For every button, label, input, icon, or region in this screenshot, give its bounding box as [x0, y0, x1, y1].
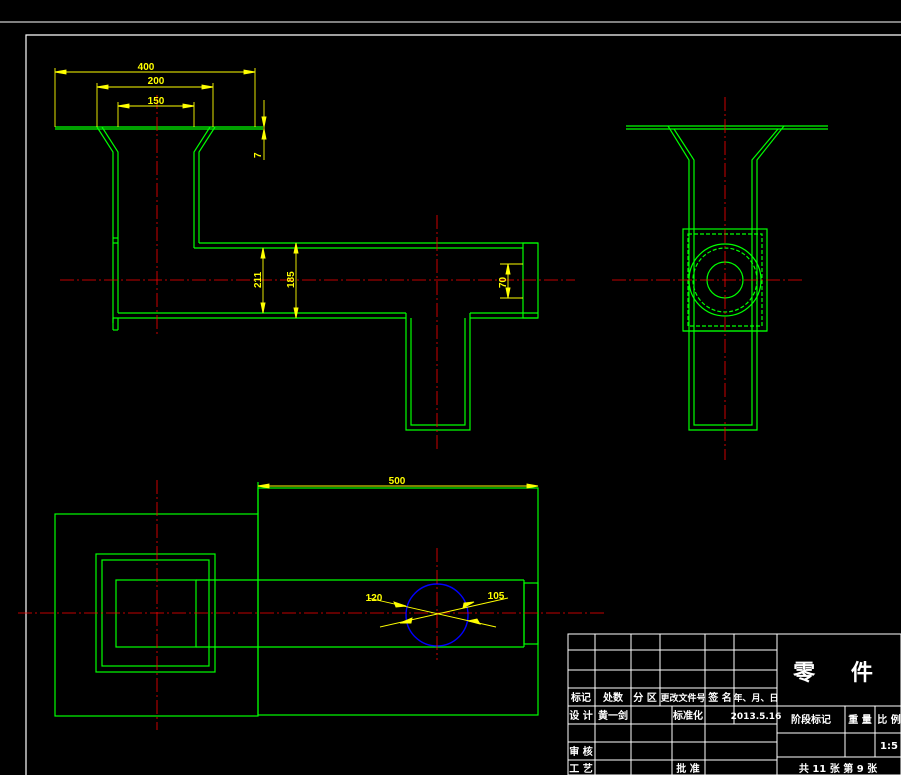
- tb-sheets: 共 11 张 第 9 张: [799, 762, 878, 775]
- dim-400: 400: [138, 62, 155, 73]
- tb-header-change-doc: 更改文件号: [660, 692, 705, 704]
- tb-stage-mark: 阶段标记: [791, 713, 831, 726]
- tb-header-signature: 签 名: [707, 691, 731, 704]
- tb-approve-label: 批 准: [676, 762, 699, 775]
- dim-7: 7: [253, 152, 264, 158]
- dim-185: 185: [286, 271, 297, 288]
- title-block-grid: [567, 633, 901, 775]
- drawing-border: [25, 34, 901, 775]
- front-view-centerlines: [60, 95, 575, 450]
- top-view-dimensions: [257, 483, 539, 628]
- dim-120: 120: [366, 593, 383, 604]
- dim-211: 211: [253, 271, 264, 288]
- side-view-centerlines: [612, 97, 805, 460]
- tb-header-date: 年、月、日: [733, 692, 778, 704]
- tb-review-label: 审 核: [569, 745, 592, 758]
- tb-designer: 黄一剑: [598, 709, 628, 722]
- tb-process-label: 工 艺: [569, 762, 592, 775]
- tb-design-label: 设 计: [569, 709, 592, 722]
- tb-header-mark: 标记: [570, 691, 591, 704]
- tb-header-count: 处数: [602, 691, 624, 704]
- tb-weight: 重 量: [848, 713, 871, 726]
- tb-scale-value: 1:5: [880, 741, 898, 752]
- dim-105: 105: [488, 591, 505, 602]
- tb-standard-label: 标准化: [672, 709, 703, 722]
- top-view-centerlines: [18, 480, 607, 730]
- dim-70: 70: [498, 276, 509, 288]
- dim-200: 200: [148, 76, 165, 87]
- title-part-name: 零 件: [792, 660, 887, 686]
- front-view: [55, 126, 539, 431]
- front-view-dimensions: [54, 68, 523, 319]
- tb-scale-label: 比 例: [877, 713, 900, 726]
- side-view: [626, 125, 828, 431]
- dim-500: 500: [389, 476, 406, 487]
- top-view: [54, 482, 539, 717]
- tb-design-date: 2013.5.16: [731, 712, 782, 722]
- tb-header-zone: 分 区: [633, 691, 656, 704]
- dim-150: 150: [148, 96, 165, 107]
